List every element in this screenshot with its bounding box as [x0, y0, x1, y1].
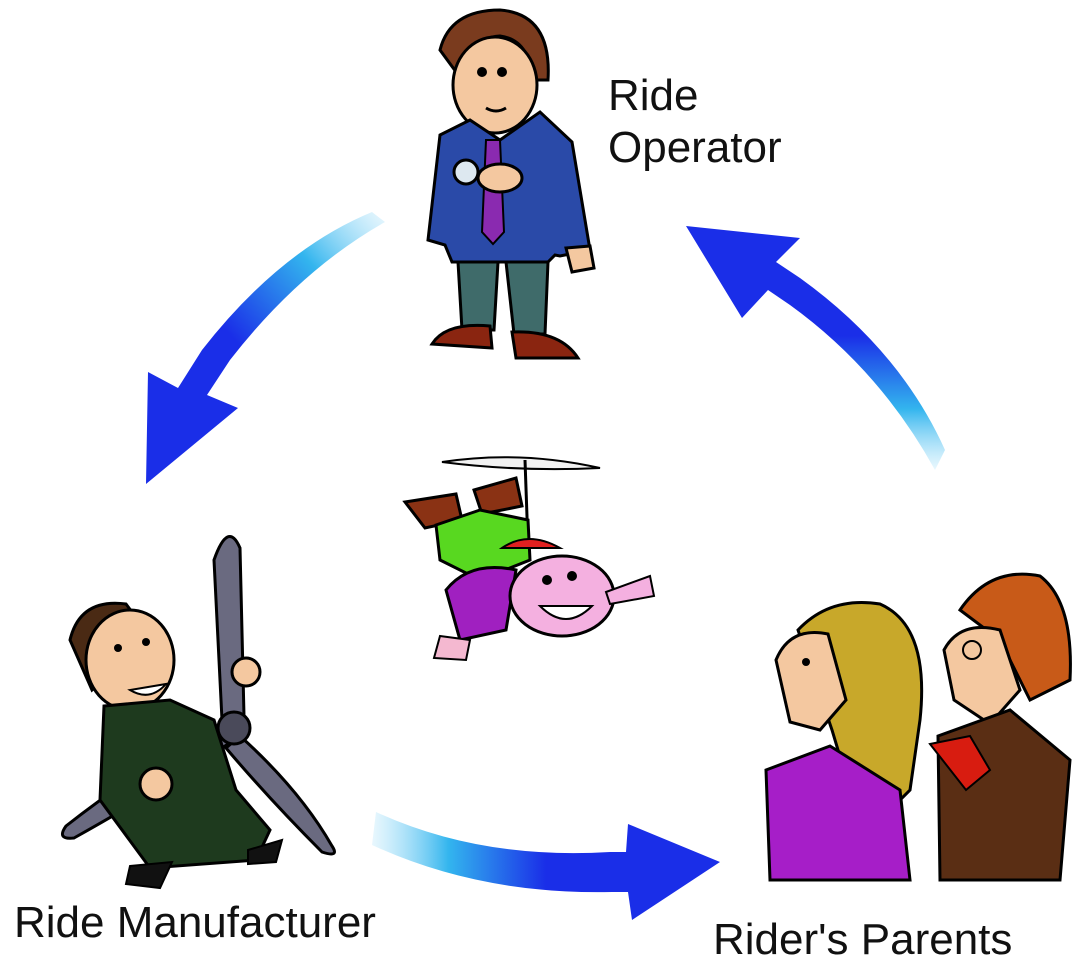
rider-figure-icon	[402, 456, 656, 662]
arrow-parents-to-operator	[686, 226, 945, 470]
operator-figure-icon	[426, 8, 596, 360]
ride-operator-label-line1: Ride	[608, 71, 699, 120]
arrow-manufacturer-to-parents	[372, 812, 720, 920]
ride-manufacturer-label: Ride Manufacturer	[14, 898, 376, 947]
ride-operator-label: Ride Operator	[608, 70, 848, 174]
parents-figure-icon	[764, 572, 1072, 882]
ride-operator-label-line2: Operator	[608, 123, 782, 172]
riders-parents-label: Rider's Parents	[713, 915, 1013, 964]
manufacturer-figure-icon	[60, 535, 336, 890]
arrow-operator-to-manufacturer	[146, 212, 385, 484]
